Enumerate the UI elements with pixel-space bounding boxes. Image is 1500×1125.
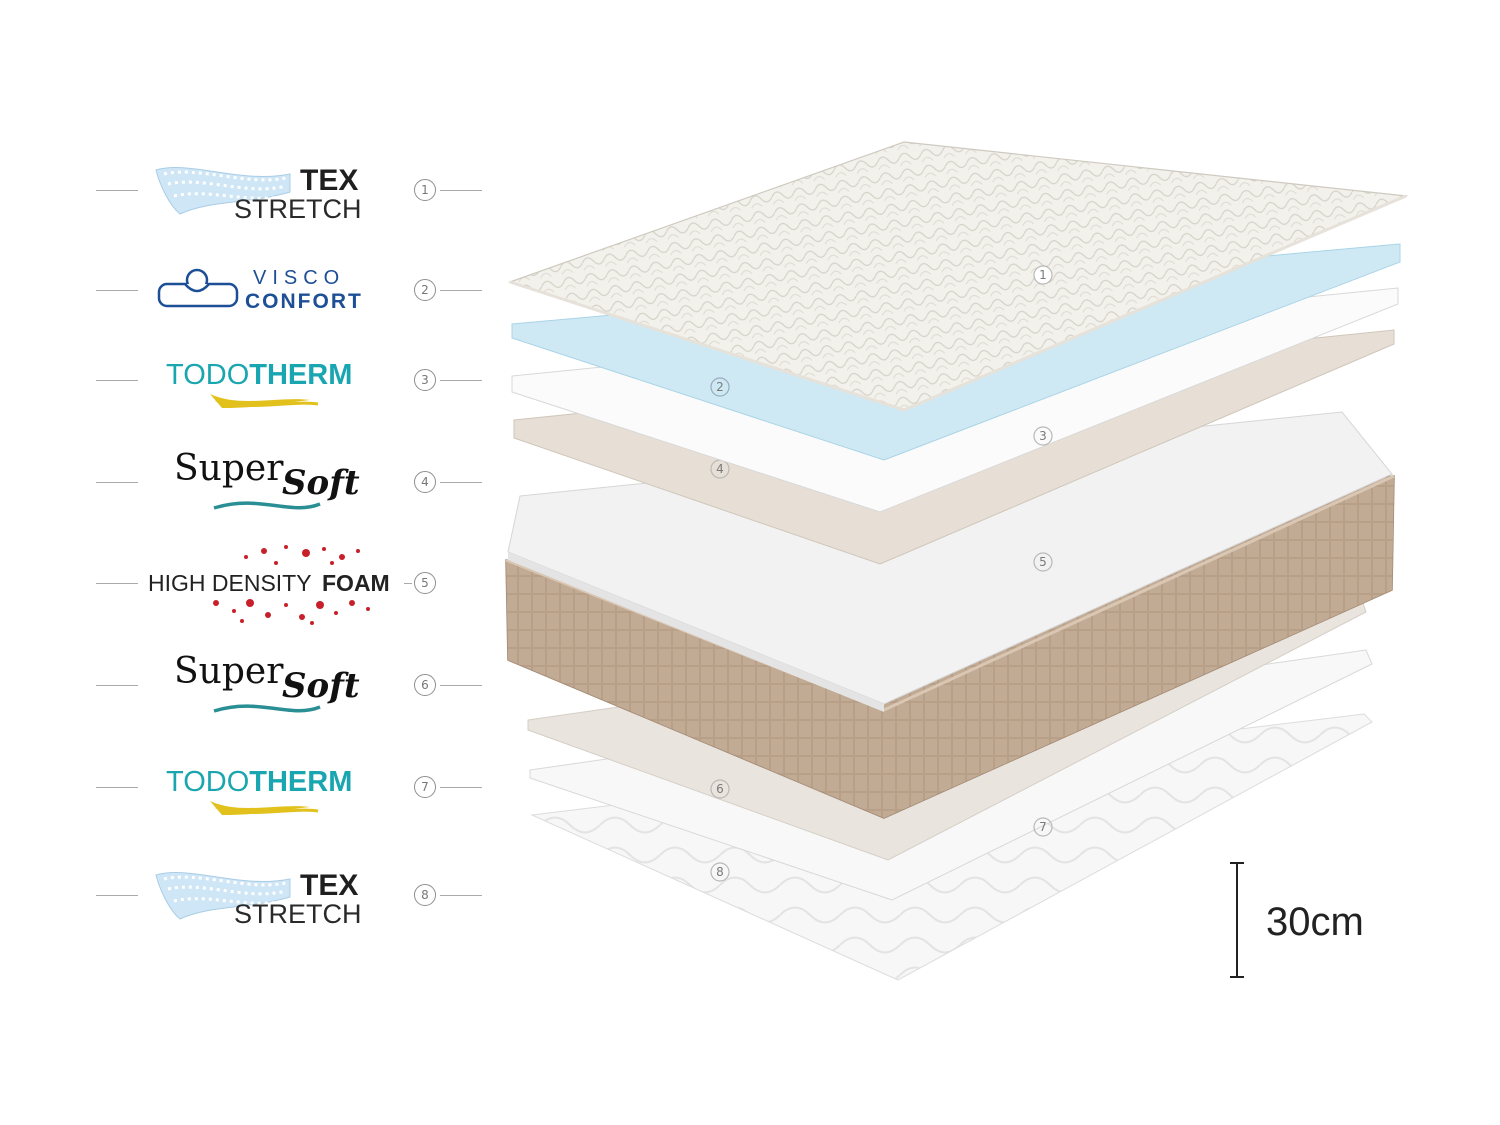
- tex-stretch-logo: TEX STRETCH: [155, 869, 362, 929]
- brand-line2: STRETCH: [234, 194, 362, 224]
- svg-text:TODOTHERM: TODOTHERM: [166, 359, 352, 391]
- leader-line: [440, 685, 482, 686]
- thickness-label: 30cm: [1266, 900, 1364, 944]
- gold-wave-icon: [210, 394, 319, 408]
- layer-number-badge: 6: [414, 674, 436, 696]
- teal-wave-icon: [213, 501, 321, 510]
- layer-number-badge: 5: [414, 572, 436, 594]
- thickness-indicator: 30cm: [1228, 860, 1428, 980]
- brand-line1: TEX: [300, 869, 358, 902]
- layer-badge-8: 8: [716, 865, 724, 879]
- svg-text:TODOTHERM: TODOTHERM: [166, 766, 352, 798]
- mattress-exploded-view: 8 7 6 5: [505, 141, 1409, 981]
- brand-line2: THERM: [249, 359, 352, 391]
- layer-badge-5: 5: [1039, 555, 1047, 569]
- supersoft-logo: Super Soft: [174, 448, 360, 510]
- legend-row-1: TEX STRETCH 1: [0, 150, 500, 230]
- visco-confort-logo: VISCO CONFORT: [157, 267, 363, 313]
- layer-number-badge: 2: [414, 279, 436, 301]
- layer-badge-4: 4: [716, 462, 724, 476]
- layer-badge-7: 7: [1039, 820, 1047, 834]
- leader-line: [96, 895, 138, 896]
- brand-line2: Soft: [282, 666, 360, 706]
- leader-line: [96, 380, 138, 381]
- thickness-cap-top: [1230, 862, 1244, 864]
- high-density-foam-logo: HIGH DENSITY FOAM: [148, 545, 390, 625]
- legend-row-2: VISCO CONFORT 2: [0, 250, 500, 330]
- layer-number-badge: 7: [414, 776, 436, 798]
- legend-row-8: TEX STRETCH 8: [0, 855, 500, 935]
- leader-line: [440, 895, 482, 896]
- brand-line1: VISCO: [253, 267, 345, 289]
- leader-line: [96, 190, 138, 191]
- leader-line: [404, 583, 412, 584]
- brand-line2: CONFORT: [245, 290, 363, 313]
- leader-line: [96, 685, 138, 686]
- brand-line2: STRETCH: [234, 899, 362, 929]
- layer-number-badge: 4: [414, 471, 436, 493]
- brand-line1: TODO: [166, 766, 249, 798]
- legend-row-7: TODOTHERM 7: [0, 747, 500, 827]
- leader-line: [96, 290, 138, 291]
- todotherm-logo: TODOTHERM: [166, 359, 352, 408]
- red-dots-icon: [213, 545, 370, 625]
- leader-line: [440, 190, 482, 191]
- legend-row-6: Super Soft 6: [0, 645, 500, 725]
- mattress-layer-1: 1: [508, 141, 1409, 412]
- leader-line: [440, 482, 482, 483]
- todotherm-logo: TODOTHERM: [166, 766, 352, 815]
- leader-line: [440, 290, 482, 291]
- layer-badge-6: 6: [716, 782, 724, 796]
- layer-number-badge: 8: [414, 884, 436, 906]
- legend-row-3: TODOTHERM 3: [0, 340, 500, 420]
- brand-line2: THERM: [249, 766, 352, 798]
- brand-line1: Super: [174, 651, 284, 692]
- leader-line: [96, 482, 138, 483]
- quilted-fabric-icon: [155, 167, 291, 215]
- legend-row-5: HIGH DENSITY FOAM 5: [0, 543, 500, 625]
- tex-stretch-logo: TEX STRETCH: [155, 164, 362, 224]
- leader-line: [96, 787, 138, 788]
- gold-wave-icon: [210, 801, 319, 815]
- thickness-cap-bottom: [1230, 976, 1244, 978]
- supersoft-logo: Super Soft: [174, 651, 360, 713]
- brand-line1: TEX: [300, 164, 358, 197]
- leader-line: [96, 583, 138, 584]
- leader-line: [440, 787, 482, 788]
- layer-badge-3: 3: [1039, 429, 1047, 443]
- brand-line2: Soft: [282, 463, 360, 503]
- legend-row-4: Super Soft 4: [0, 442, 500, 522]
- thickness-bar: [1236, 862, 1238, 978]
- memory-foam-icon: [157, 268, 239, 308]
- layer-badge-1: 1: [1039, 268, 1047, 282]
- leader-line: [440, 380, 482, 381]
- teal-wave-icon: [213, 704, 321, 713]
- brand-line2: FOAM: [322, 570, 390, 596]
- layer-number-badge: 3: [414, 369, 436, 391]
- brand-line1: TODO: [166, 359, 249, 391]
- quilted-fabric-icon: [155, 872, 291, 920]
- layer-number-badge: 1: [414, 179, 436, 201]
- brand-line1: Super: [174, 448, 284, 489]
- brand-line1: HIGH DENSITY: [148, 570, 312, 596]
- layer-badge-2: 2: [716, 380, 724, 394]
